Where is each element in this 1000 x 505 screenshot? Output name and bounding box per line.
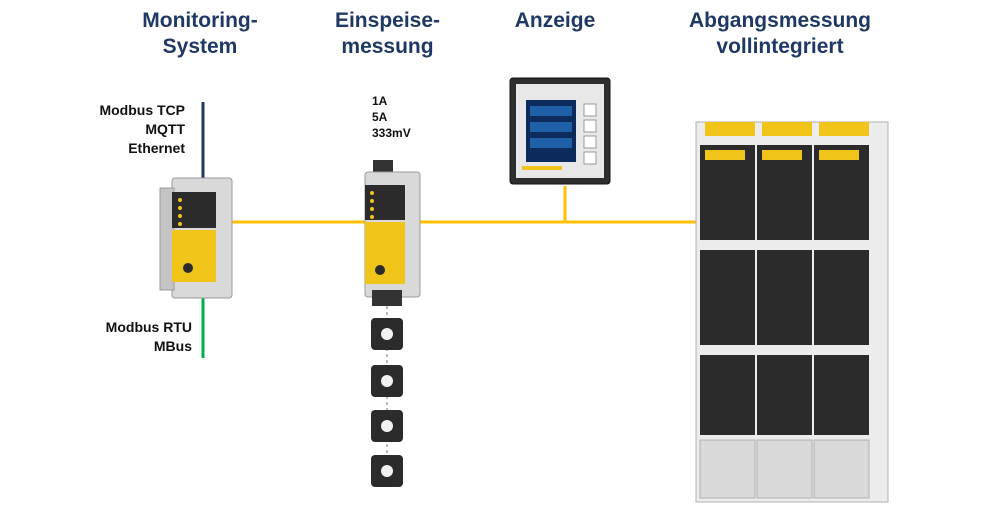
input-5a: 5A bbox=[372, 110, 388, 124]
protocol-modbus-rtu: Modbus RTU bbox=[105, 319, 192, 335]
einspeise-device bbox=[364, 160, 421, 306]
title-einspeisemessung: Einspeise- messung bbox=[300, 8, 475, 60]
title-einspeise-line2: messung bbox=[341, 35, 434, 58]
title-anzeige: Anzeige bbox=[485, 8, 625, 34]
title-anzeige-text: Anzeige bbox=[514, 9, 596, 32]
title-abgang-line2: vollintegriert bbox=[716, 35, 844, 58]
protocol-ethernet: Ethernet bbox=[128, 140, 185, 156]
protocols-bottom: Modbus RTU MBus bbox=[60, 318, 192, 356]
protocol-mbus: MBus bbox=[153, 338, 192, 354]
protocol-mqtt: MQTT bbox=[145, 121, 185, 137]
title-abgang-line1: Abgangsmessung bbox=[688, 9, 872, 32]
protocol-modbus-tcp: Modbus TCP bbox=[99, 102, 185, 118]
protocols-top: Modbus TCP MQTT Ethernet bbox=[60, 101, 185, 158]
title-monitoring-line2: System bbox=[162, 35, 238, 58]
title-abgangsmessung: Abgangsmessung vollintegriert bbox=[660, 8, 900, 60]
title-einspeise-line1: Einspeise- bbox=[334, 9, 441, 32]
monitoring-device bbox=[159, 177, 233, 299]
title-monitoring-line1: Monitoring- bbox=[142, 9, 258, 32]
anzeige-display bbox=[509, 77, 611, 185]
input-1a: 1A bbox=[372, 94, 388, 108]
current-transformers bbox=[371, 306, 403, 487]
input-specs: 1A 5A 333mV bbox=[372, 93, 452, 141]
input-333mv: 333mV bbox=[372, 126, 411, 140]
title-monitoring-system: Monitoring- System bbox=[110, 8, 290, 60]
abgang-modules bbox=[695, 121, 889, 503]
